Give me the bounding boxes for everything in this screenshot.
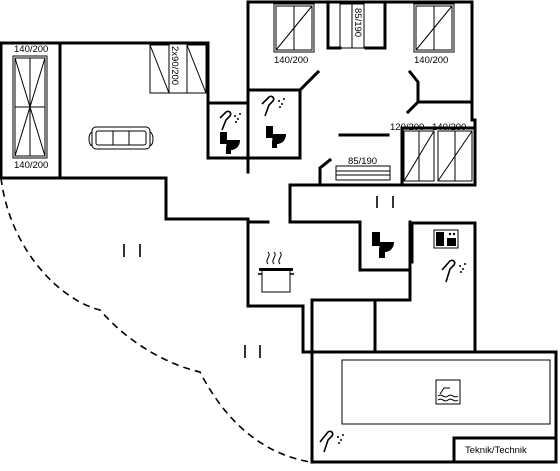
bunk-bed-vertical [339,3,365,49]
opening-marks [123,196,394,358]
washing-machine-icon [433,229,459,249]
toilet-icon [372,232,394,258]
cooking-pot-icon [258,251,294,293]
top-right-bed [413,3,455,53]
bed-size-label: 85/190 [348,156,377,167]
shower-icon [219,110,241,131]
living-bed [12,55,48,159]
inner-walls [58,0,558,464]
bed-size-label: 140/200 [274,55,308,66]
shower-icon [319,430,344,453]
bed-size-label: 85/190 [352,8,363,37]
bed-size-label: 2x90/200 [169,46,180,85]
bed-size-label: 140/200 [432,122,466,133]
bed-size-label: 140/200 [14,44,48,55]
bed-size-label: 120/200 [390,122,424,133]
sofa-icon [88,126,154,150]
twin-beds [149,44,207,94]
toilet-icon [266,126,286,148]
right-room-beds [403,130,473,182]
terrace-outline [0,177,311,463]
room-label-technik: Teknik/Technik [465,445,527,456]
toilet-icon [220,132,240,154]
top-left-bed [273,3,315,53]
pool [341,359,551,425]
stair-bed [335,165,391,181]
shower-icon [441,259,466,283]
bed-size-label: 140/200 [414,55,448,66]
pool-icon [435,379,461,405]
shower-icon [261,95,285,117]
bed-size-label: 140/200 [14,160,48,171]
